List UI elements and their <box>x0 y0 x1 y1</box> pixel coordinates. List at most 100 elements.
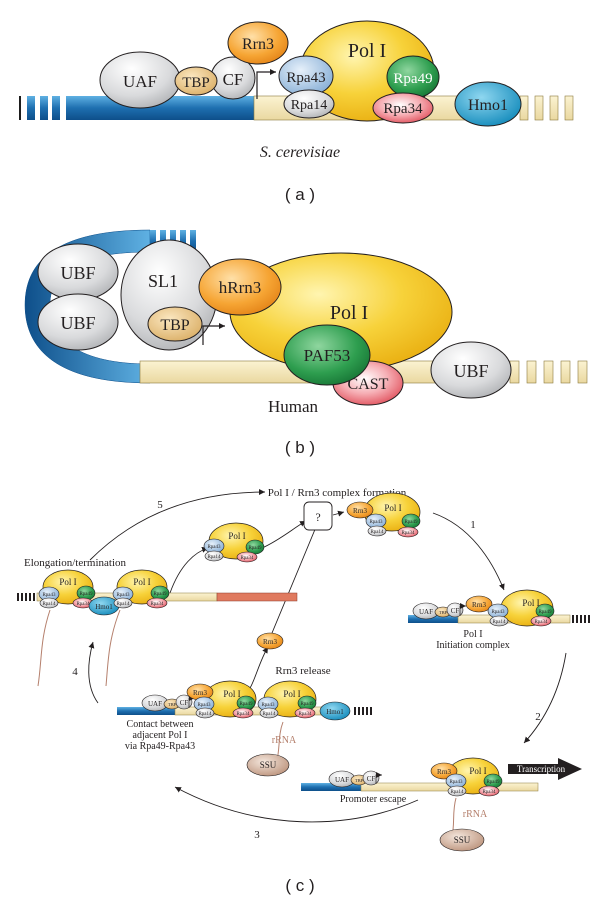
cf-label: CF <box>367 775 376 783</box>
ubf-label: UBF <box>453 361 488 381</box>
rpa43-a: Rpa43 <box>278 55 334 97</box>
hmo1-label: Hmo1 <box>468 97 508 114</box>
rrn3-label: Rrn3 <box>472 601 487 609</box>
tbp-label: TBP <box>355 778 364 783</box>
rpa43-label: Rpa43 <box>42 593 56 598</box>
pol-i-label: Pol I <box>228 531 245 541</box>
pol-i-b: Pol I <box>229 252 453 372</box>
hrrn3-b: hRrn3 <box>198 258 282 316</box>
cf-label: CF <box>180 699 189 707</box>
rpa34-label: Rpa34 <box>482 790 496 795</box>
rpa34-label: Rpa34 <box>383 101 423 117</box>
cycle-arrows <box>88 489 567 823</box>
rpa49-a: Rpa49 <box>386 55 440 99</box>
panel-label-b: ( b ) <box>285 438 315 457</box>
rpa49-label: Rpa49 <box>79 592 93 597</box>
species-label-a: S. cerevisiae <box>260 144 340 161</box>
step-label: 4 <box>72 666 78 678</box>
species-label-b: Human <box>268 397 319 416</box>
rrn3-label: Rrn3 <box>437 768 452 776</box>
step-label: 2 <box>535 711 541 723</box>
tss-arrow <box>375 772 382 784</box>
pol-i-label: Pol I <box>348 40 386 62</box>
pol-i-label: Pol I <box>133 577 150 587</box>
transcription-label: Transcription <box>517 764 566 774</box>
hmo1-label: Hmo1 <box>326 708 344 716</box>
cast-label: CAST <box>348 376 389 393</box>
elongating-pol-2: Pol I Rpa43 Rpa14 Rpa49 Rpa34 <box>112 569 170 609</box>
panel-label-a: ( a ) <box>285 185 315 204</box>
rpa43-label: Rpa43 <box>491 610 505 615</box>
rrn3-label: Rrn3 <box>242 36 274 53</box>
panel-b: Pol I UBF UBF SL1 TBP hRrn3 CAST PAF53 U… <box>24 229 588 457</box>
tss-arrow-b <box>202 323 225 345</box>
question-box: ? <box>303 501 333 531</box>
contact-label-line2: adjacent Pol I <box>133 730 188 741</box>
transcription-arrow <box>508 758 582 780</box>
ssu-contact: SSU <box>246 753 290 777</box>
pol-i-label: Pol I <box>469 766 486 776</box>
step-label: 1 <box>470 519 476 531</box>
hmo1-a: Hmo1 <box>454 81 522 127</box>
ubf-label: UBF <box>60 263 95 283</box>
contact-label-line3: via Rpa49-Rpa43 <box>125 741 195 752</box>
pol-i-label: Pol I <box>522 598 539 608</box>
tss-arrow <box>459 603 466 616</box>
rrn3-a: Rrn3 <box>227 21 289 65</box>
cf-a: CF <box>210 56 256 100</box>
line-rrn3-to-question <box>271 526 317 634</box>
rpa14-label: Rpa14 <box>291 98 328 113</box>
rpa14-label: Rpa14 <box>450 790 464 795</box>
panel-a: Pol I UAF CF TBP Rrn3 Rpa43 Rpa14 Rpa49 … <box>19 20 574 204</box>
arrow-to-free-pol <box>169 546 209 594</box>
tbp-a: TBP <box>174 66 218 96</box>
rpa14-label: Rpa14 <box>370 530 384 535</box>
rpa14-label: Rpa14 <box>262 712 276 717</box>
step-label: 3 <box>254 829 260 841</box>
rpa14-label: Rpa14 <box>42 602 56 607</box>
initiation-label-line2: Initiation complex <box>436 640 510 651</box>
rpa14-a: Rpa14 <box>283 89 335 119</box>
uaf-label: UAF <box>335 776 349 784</box>
rpa49-label: Rpa49 <box>486 780 500 785</box>
rpa34-label: Rpa34 <box>150 602 164 607</box>
rpa43-label: Rpa43 <box>286 70 325 86</box>
uaf-label: UAF <box>123 72 157 91</box>
paf53-label: PAF53 <box>304 346 351 365</box>
promoter-escape-label: Promoter escape <box>340 794 407 805</box>
hmo1-label: Hmo1 <box>95 603 113 611</box>
question-mark: ? <box>315 510 320 524</box>
ubf-right-b: UBF <box>430 341 512 399</box>
paf53-b: PAF53 <box>283 324 371 386</box>
pol-i-label: Pol I <box>384 503 401 513</box>
panel-c: Pol I / Rrn3 complex formation 5 1 ? Pol… <box>17 487 590 895</box>
tbp-label: TBP <box>160 317 189 334</box>
rpa14-label: Rpa14 <box>116 602 130 607</box>
rpa43-label: Rpa43 <box>369 520 383 525</box>
rpa34-label: Rpa34 <box>76 602 90 607</box>
elongating-pol-1: Pol I Rpa43 Rpa14 Rpa49 Rpa34 <box>38 569 96 609</box>
rpa14-label: Rpa14 <box>207 555 221 560</box>
released-rrn3: Rrn3 <box>256 632 284 650</box>
rpa49-label: Rpa49 <box>404 520 418 525</box>
rrn3-label: Rrn3 <box>263 638 278 646</box>
rpa34-a: Rpa34 <box>372 92 434 124</box>
arrow-step-3 <box>174 786 419 823</box>
rpa14-label: Rpa14 <box>198 712 212 717</box>
rpa49-label: Rpa49 <box>239 702 253 707</box>
pol-i-label: Pol I <box>283 689 300 699</box>
initiation-complex: Pol I UAF TBP CF Rrn3 Rpa43 Rpa14 Rpa49 … <box>408 589 590 627</box>
arrow-rrn3-release <box>249 646 269 689</box>
rpa34-label: Rpa34 <box>236 712 250 717</box>
rpa34-label: Rpa34 <box>298 712 312 717</box>
arrow-step-2 <box>523 652 567 744</box>
tbp-label: TBP <box>182 75 210 91</box>
contact-complex: Pol I Pol I UAF TBP CF Rrn3 Rpa43 Rpa14 … <box>117 680 372 761</box>
hmo1-elongation: Hmo1 <box>88 596 120 616</box>
arrow-to-complex <box>332 510 345 517</box>
rrna-strand <box>105 609 121 687</box>
uaf-label: UAF <box>148 700 162 708</box>
ssu-label: SSU <box>454 835 471 845</box>
rrn3-label: Rrn3 <box>353 507 368 515</box>
